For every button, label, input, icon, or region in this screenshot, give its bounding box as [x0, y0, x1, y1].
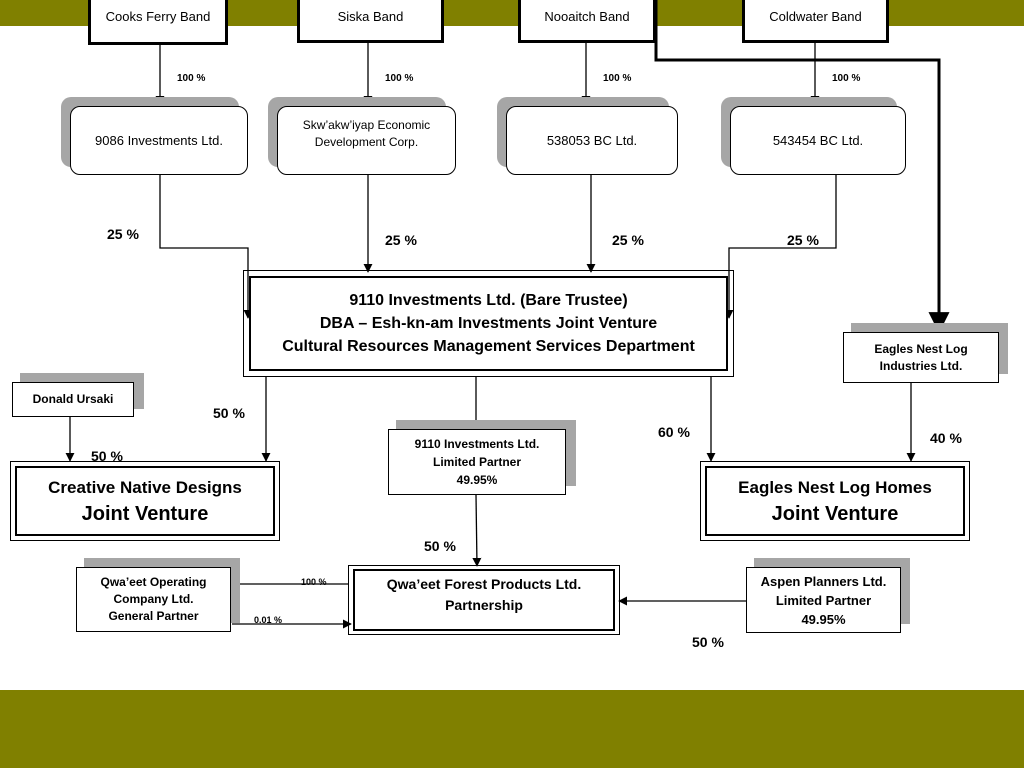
pct-label: 25 %: [612, 232, 644, 248]
jv-subtitle: Joint Venture: [771, 503, 899, 525]
aspen-planners-box: Aspen Planners Ltd. Limited Partner 49.9…: [746, 567, 901, 633]
band-nooaitch: Nooaitch Band: [518, 0, 656, 43]
company-label: Skw’akw’iyap Economic: [302, 118, 431, 132]
company-label: 49.95%: [801, 611, 846, 627]
pct-label: 100 %: [301, 577, 327, 587]
link-coldwater-eaglesind: [654, 0, 950, 334]
pct-label: 0.01 %: [254, 615, 283, 625]
pct-label: 25 %: [107, 226, 139, 242]
company-538053: 538053 BC Ltd.: [506, 106, 678, 175]
company-label: Limited Partner: [775, 592, 872, 608]
pct-label: 100 %: [385, 73, 414, 84]
enlh-outer-frame: [700, 461, 970, 541]
qwaeet-operating-box: Qwa’eet Operating Company Ltd. General P…: [76, 567, 231, 632]
company-label: Industries Ltd.: [879, 358, 963, 373]
creative-native-designs-jv: Creative Native Designs Joint Venture: [15, 466, 275, 536]
link-543454-trustee: [724, 175, 837, 319]
pct-label: 100 %: [177, 73, 206, 84]
band-label: Coldwater Band: [769, 9, 862, 24]
band-label: Cooks Ferry Band: [105, 9, 211, 24]
company-543454: 543454 BC Ltd.: [730, 106, 906, 175]
company-skwakwiyap: Skw’akw’iyap Economic Development Corp.: [277, 106, 456, 175]
company-label: Partnership: [445, 597, 523, 613]
company-label: 49.95%: [456, 473, 498, 487]
band-label: Nooaitch Band: [544, 9, 630, 24]
jv-subtitle: Joint Venture: [81, 503, 209, 525]
band-cooks-ferry: Cooks Ferry Band: [88, 0, 228, 45]
pct-label: 50 %: [213, 405, 245, 421]
cnd-outer-frame: [10, 461, 280, 541]
donald-ursaki-box: Donald Ursaki: [12, 382, 134, 417]
pct-label: 100 %: [832, 73, 861, 84]
lp-9110-box: 9110 Investments Ltd. Limited Partner 49…: [388, 429, 566, 495]
pct-label: 40 %: [930, 430, 962, 446]
pct-label: 50 %: [91, 448, 123, 464]
pct-label: 60 %: [658, 424, 690, 440]
trustee-line1: 9110 Investments Ltd. (Bare Trustee): [349, 292, 628, 309]
company-label: Eagles Nest Log: [874, 341, 968, 356]
band-label: Siska Band: [337, 9, 404, 24]
company-label: General Partner: [108, 609, 199, 623]
company-label: Development Corp.: [314, 135, 419, 149]
pct-label: 25 %: [385, 232, 417, 248]
link-9086-trustee: [159, 175, 253, 319]
company-label: Qwa’eet Forest Products Ltd.: [386, 576, 582, 592]
company-label: Company Ltd.: [113, 592, 194, 606]
company-label: 538053 BC Ltd.: [546, 132, 638, 148]
trustee-line2: DBA – Esh-kn-am Investments Joint Ventur…: [319, 315, 658, 332]
pct-label: 25 %: [787, 232, 819, 248]
jv-title: Creative Native Designs: [48, 478, 242, 497]
qfp-outer-frame: [348, 565, 620, 635]
company-label: Limited Partner: [432, 455, 522, 469]
pct-label: 100 %: [603, 73, 632, 84]
qwaeet-forest-products-box: Qwa’eet Forest Products Ltd. Partnership: [353, 569, 615, 631]
company-label: 9086 Investments Ltd.: [95, 132, 223, 148]
eagles-nest-industries-box: Eagles Nest Log Industries Ltd.: [843, 332, 999, 383]
band-coldwater: Coldwater Band: [742, 0, 889, 43]
trustee-outer-frame: [243, 270, 734, 377]
bottom-band: [0, 690, 1024, 768]
company-label: 9110 Investments Ltd.: [414, 437, 540, 451]
company-label: 543454 BC Ltd.: [772, 132, 864, 148]
jv-title: Eagles Nest Log Homes: [738, 478, 932, 497]
person-label: Donald Ursaki: [32, 392, 114, 406]
band-siska: Siska Band: [297, 0, 444, 43]
company-label: Aspen Planners Ltd.: [760, 573, 887, 589]
pct-label: 50 %: [424, 538, 456, 554]
company-9086: 9086 Investments Ltd.: [70, 106, 248, 175]
link-lp-qfp: [472, 494, 482, 567]
company-label: Qwa’eet Operating: [100, 575, 207, 589]
pct-label: 50 %: [692, 634, 724, 650]
trustee-line3: Cultural Resources Management Services D…: [282, 338, 695, 355]
eagles-nest-log-homes-jv: Eagles Nest Log Homes Joint Venture: [705, 466, 965, 536]
trustee-box: 9110 Investments Ltd. (Bare Trustee) DBA…: [249, 276, 728, 371]
